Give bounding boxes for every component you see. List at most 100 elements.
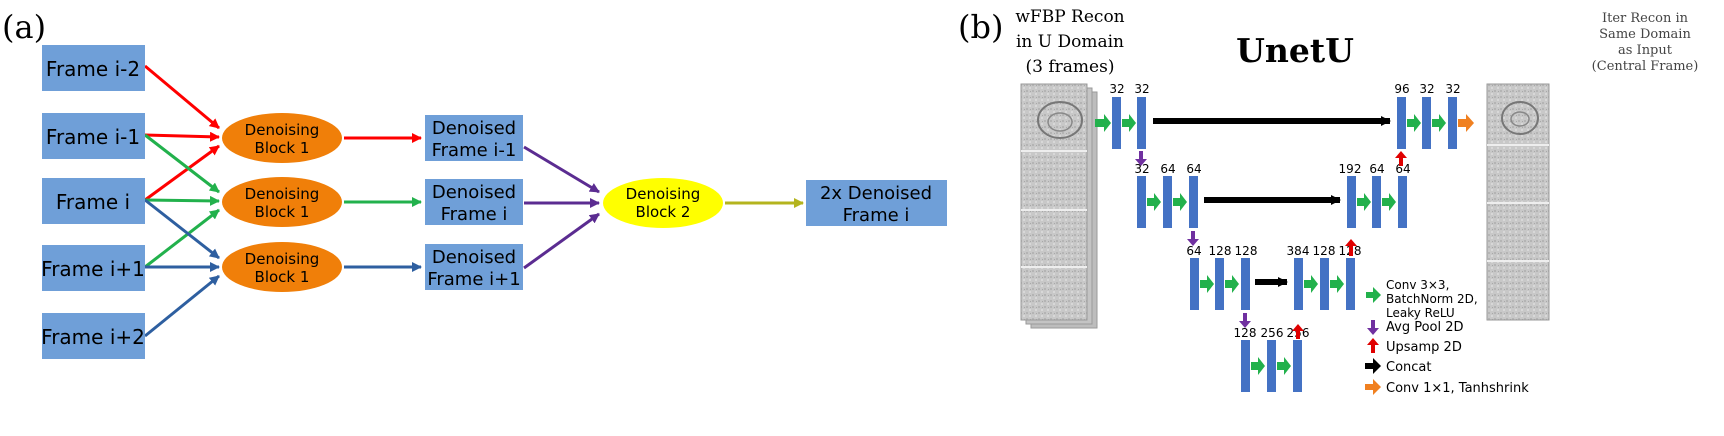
denoised-box	[425, 115, 523, 161]
channel-count: 96	[1394, 82, 1409, 96]
block2-label: Denoising	[626, 185, 701, 203]
conv-arrow	[1357, 193, 1371, 211]
denoising-block-2	[603, 178, 723, 228]
conv-arrow	[1304, 275, 1318, 293]
legend-text: Upsamp 2D	[1386, 340, 1462, 355]
arrow-frame-i+1-to-block1-mid	[144, 208, 220, 269]
feature-map	[1112, 97, 1121, 149]
panel-a: (a) Frame i-2 Frame i-1 Frame i Frame i+…	[2, 8, 947, 359]
red-arrow-icon	[1367, 338, 1379, 353]
frame-label: Frame i-1	[46, 125, 140, 149]
feature-map	[1137, 97, 1146, 149]
feature-map	[1241, 258, 1250, 310]
channel-count: 128	[1313, 244, 1336, 258]
conv-arrow	[1382, 193, 1396, 211]
conv-arrow	[1225, 275, 1239, 293]
legend-text: BatchNorm 2D,	[1386, 292, 1478, 306]
channel-count: 32	[1134, 162, 1149, 176]
feature-map	[1347, 176, 1356, 228]
conv-arrow	[1147, 193, 1161, 211]
denoised-to-block2-arrows	[523, 145, 600, 270]
purple-arrow-icon	[1367, 320, 1379, 335]
denoised-box	[425, 244, 523, 290]
channel-count: 64	[1369, 162, 1384, 176]
arrow-frame-i-1-to-block1-top	[144, 131, 220, 142]
legend-text: Leaky ReLU	[1386, 306, 1455, 320]
arrow-frame-i-to-block1-mid	[144, 195, 220, 206]
arrow-frame-i+2-to-block1-bot	[144, 274, 220, 338]
feature-map	[1398, 176, 1407, 228]
conv-arrow	[1095, 114, 1111, 132]
denoising-block-1	[222, 113, 342, 163]
denoised-label: Denoised	[432, 182, 516, 203]
conv-arrow	[1200, 275, 1214, 293]
arrow-frame-i-to-block1-top	[144, 144, 220, 202]
block-label: Block 1	[255, 268, 310, 286]
conv-arrow	[1432, 114, 1446, 132]
legend-text: Conv 1×1, Tanhshrink	[1386, 381, 1529, 396]
denoised-label: Denoised	[432, 247, 516, 268]
pool-arrows	[1135, 151, 1251, 328]
feature-map	[1448, 97, 1457, 149]
denoised-label: Frame i	[441, 204, 508, 225]
unet-level-3: 64 128 128 384 128 128	[1186, 244, 1361, 310]
feature-map	[1163, 176, 1172, 228]
conv-arrow	[1330, 275, 1344, 293]
input-image-front	[1020, 83, 1088, 321]
panel-b: (b) wFBP Recon in U Domain (3 frames) Un…	[958, 7, 1698, 396]
feature-map	[1346, 258, 1355, 310]
feature-map	[1320, 258, 1329, 310]
block-label: Denoising	[245, 121, 320, 139]
panel-b-label: (b)	[958, 8, 1003, 46]
output-box	[806, 180, 947, 226]
block-label: Denoising	[245, 250, 320, 268]
upsample-arrows	[1292, 151, 1407, 339]
frame-boxes: Frame i-2 Frame i-1 Frame i Frame i+1 Fr…	[41, 45, 145, 359]
channel-count: 256	[1261, 326, 1284, 340]
channel-count: 384	[1287, 244, 1310, 258]
denoising-block-1	[222, 242, 342, 292]
pool-arrow	[1135, 151, 1147, 166]
denoised-box	[425, 179, 523, 225]
arrow-purple	[523, 145, 600, 194]
upsample-arrow	[1292, 324, 1304, 339]
output-caption: Iter Recon in	[1602, 11, 1689, 26]
upsample-arrow	[1395, 151, 1407, 166]
output-label: 2x Denoised	[820, 183, 932, 204]
feature-map	[1397, 97, 1406, 149]
feature-map	[1294, 258, 1303, 310]
feature-map	[1372, 176, 1381, 228]
denoised-label: Frame i-1	[432, 140, 517, 161]
unet-level-4: 128 256 256	[1234, 326, 1309, 392]
conv-arrow	[1277, 357, 1291, 375]
block1-to-denoised-arrows	[344, 133, 422, 272]
output-image	[1486, 83, 1550, 321]
frame-box	[42, 313, 145, 359]
arrow-purple	[523, 212, 600, 270]
feature-map	[1293, 340, 1302, 392]
feature-map	[1190, 258, 1199, 310]
frame-box	[42, 113, 145, 159]
channel-count: 32	[1134, 82, 1149, 96]
pool-arrow	[1239, 313, 1251, 328]
orange-arrow-icon	[1365, 379, 1381, 395]
black-arrow-icon	[1365, 358, 1381, 374]
channel-count: 64	[1186, 244, 1201, 258]
frame-to-block1-arrows	[144, 64, 220, 338]
green-arrow-icon	[1366, 287, 1381, 303]
channel-count: 64	[1186, 162, 1201, 176]
channel-count: 128	[1209, 244, 1232, 258]
legend-text: Concat	[1386, 360, 1431, 375]
upsample-arrow	[1345, 239, 1357, 256]
output-label: Frame i	[843, 205, 910, 226]
channel-count: 32	[1419, 82, 1434, 96]
panel-a-label: (a)	[2, 8, 46, 46]
final-conv-arrow	[1458, 114, 1474, 132]
channel-count: 64	[1160, 162, 1175, 176]
frame-label: Frame i+1	[41, 257, 145, 281]
feature-map	[1422, 97, 1431, 149]
conv-arrow	[1122, 114, 1136, 132]
diagram-title: UnetU	[1236, 31, 1354, 70]
legend-text: Conv 3×3,	[1386, 278, 1449, 292]
